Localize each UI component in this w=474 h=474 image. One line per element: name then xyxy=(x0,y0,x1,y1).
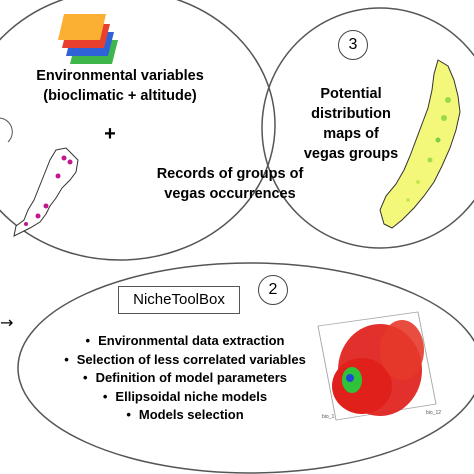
potential-distribution-label: Potential distribution maps of vegas gro… xyxy=(303,86,399,162)
ellipsoid-niche-3d-plot: bio_1 bio_12 xyxy=(317,311,441,421)
plus-sign: + xyxy=(104,123,116,145)
svg-text:bio_12: bio_12 xyxy=(426,410,441,416)
occurrence-point xyxy=(55,173,61,179)
step-number-3: 3 xyxy=(338,30,368,60)
occurrence-point xyxy=(43,203,49,209)
occurrence-map xyxy=(13,147,79,237)
flow-arrow-icon: → xyxy=(0,313,14,332)
step-number-2: 2 xyxy=(258,275,288,305)
list-item: Models selection xyxy=(40,406,330,425)
environmental-variables-label: Environmental variables (bioclimatic + a… xyxy=(36,68,204,104)
panel1-ellipse xyxy=(0,0,276,261)
panel2-ellipse xyxy=(17,262,474,474)
panel1-number-badge-partial xyxy=(0,117,13,143)
records-label: Records of groups of vegas occurrences xyxy=(156,166,304,202)
list-item: Ellipsoidal niche models xyxy=(40,388,330,407)
potential-distribution-map xyxy=(379,59,461,229)
occurrence-point xyxy=(35,213,41,219)
list-item: Selection of less correlated variables xyxy=(40,351,330,370)
occurrence-point xyxy=(61,155,67,161)
nichetoolbox-title: NicheToolBox xyxy=(118,286,240,314)
list-item: Definition of model parameters xyxy=(40,369,330,388)
list-item: Environmental data extraction xyxy=(40,332,330,351)
panel3-ellipse xyxy=(261,7,474,249)
occurrence-point xyxy=(67,159,73,165)
occurrence-point xyxy=(24,222,28,226)
workflow-steps-list: Environmental data extraction Selection … xyxy=(40,332,330,425)
stacked-raster-layers-icon xyxy=(58,14,118,64)
